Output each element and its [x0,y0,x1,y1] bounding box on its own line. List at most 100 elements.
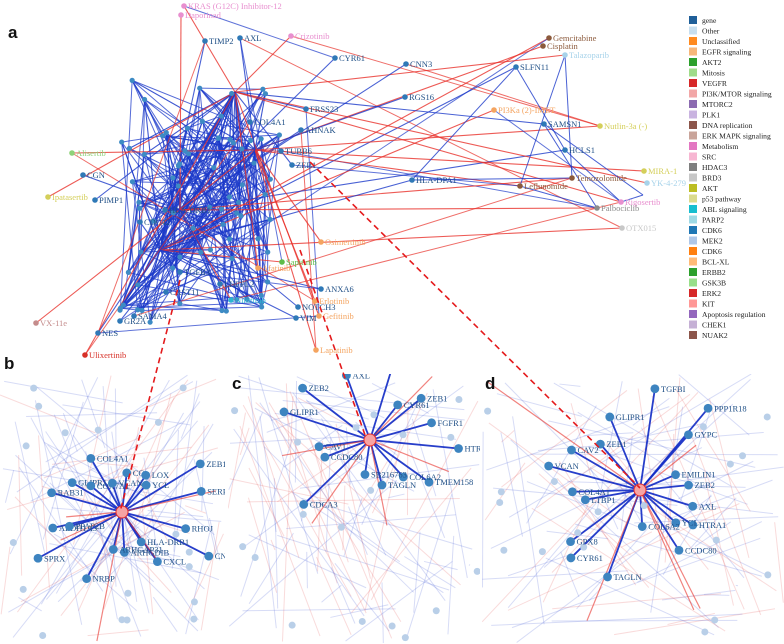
faded-edge [248,534,367,589]
node-label: PPP1R18 [714,403,747,413]
legend-swatch [689,100,697,108]
legend-label: MEK2 [702,237,723,246]
gene-node [262,191,268,198]
node-label: SAMA4 [138,311,168,321]
hub-edge [571,449,641,491]
faded-edge [310,439,349,563]
gene-node: ARHGDIB [120,547,170,557]
gene-node [220,221,226,227]
faded-edge [185,532,211,635]
node-marker [255,265,261,271]
faded-node [455,396,463,404]
network-edge [142,306,262,311]
faded-edge [127,427,140,497]
faded-edge [330,604,389,618]
node-label: YK-4-279 [651,178,686,188]
gene-node: CAV1 [314,442,346,452]
node-marker [540,43,546,49]
node-marker [491,107,497,113]
network-edge [140,128,188,253]
node-marker [295,304,301,310]
faded-edge [651,395,745,610]
faded-edge [334,563,390,632]
hub-drug-node [363,433,377,447]
faded-edge [588,445,748,505]
faded-edge [241,385,464,549]
legend-label: Metabolism [702,142,738,151]
node-marker [637,522,647,531]
faded-edge [508,374,752,518]
network-edge [131,79,222,117]
node-marker [314,442,324,452]
node-label: Rigosertib [625,197,660,207]
network-edge [177,88,201,187]
network-edge [140,99,146,252]
hub-edge [121,472,128,513]
faded-edge [545,557,715,636]
drug-node: PI3Ka (2)-IMET [491,105,556,115]
legend-swatch [689,79,697,87]
faded-edge [208,518,221,561]
faded-edge [242,608,396,612]
drug-node: MIRA-1 [641,166,677,176]
faded-edge [53,533,67,542]
gene-node: HCLS1 [562,145,595,155]
faded-edge [283,406,338,584]
gene-node [129,77,135,83]
hub-edge [639,489,694,526]
node-marker [377,480,387,490]
gene-node: LHFPL2 [217,279,254,289]
faded-edge [6,447,219,511]
faded-edge [330,567,356,624]
gene-node [177,300,183,307]
faded-edge [55,458,133,594]
network-edge [132,148,242,183]
legend-swatch [689,247,697,255]
node-marker [569,175,575,181]
network-edge [119,149,256,322]
network-edge [411,66,517,181]
hub-edge [51,491,123,513]
legend-label: CDK6 [702,247,722,256]
drug-node: Ulixertinib [82,350,126,360]
drug-edge [60,511,123,541]
node-marker [566,553,576,563]
node-label: FRSS23 [310,104,338,114]
node-marker [313,347,319,353]
node-label: Afatinib [262,263,290,273]
gene-node: YCL [141,480,169,490]
node-label: ZEB1 [606,439,626,449]
faded-node [299,510,307,518]
legend-item: Unclassified [689,37,740,46]
legend-swatch [689,163,697,171]
legend-item: ERK MAPK signaling [689,131,771,141]
gene-node: SAMA4 [131,311,168,321]
node-label: CAV1 [325,442,346,452]
network-edge [234,91,622,203]
faded-node [118,616,126,624]
faded-node [185,563,193,571]
node-label: Talazoparib [569,50,609,60]
hub-edge [639,388,656,491]
faded-edge [86,412,185,589]
legend-item: AKT2 [689,58,722,67]
node-marker [544,461,554,471]
faded-edge [622,494,774,515]
hub-edge [324,439,371,458]
gene-node: AXL [688,501,716,511]
faded-edge [408,448,446,539]
drug-node: Rigosertib [618,197,660,207]
node-label: RAB31 [58,488,84,498]
faded-edge [14,496,85,569]
gene-node: NES [95,328,118,338]
node-marker [603,572,612,582]
faded-edge [388,493,405,499]
network-edge [234,35,292,93]
network-edge [141,162,255,311]
node-label: CCDC80 [331,452,363,462]
node-label: Nilotinib [235,295,266,305]
network-edge [234,91,259,269]
network-edge [159,179,413,251]
faded-edge [689,432,762,616]
node-label: CGN [87,170,105,180]
